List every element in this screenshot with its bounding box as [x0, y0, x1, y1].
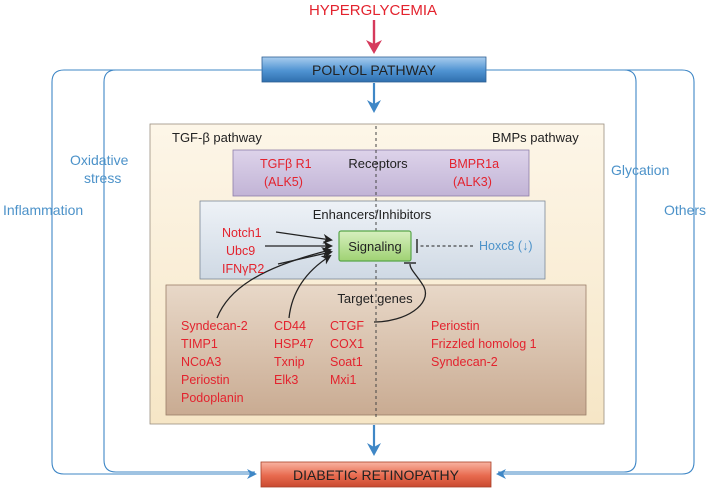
diabetic-retinopathy-label: DIABETIC RETINOPATHY: [293, 467, 459, 483]
bmpr1a-label: BMPR1a: [449, 157, 500, 171]
target-genes-col1: Syndecan-2 TIMP1 NCoA3 Periostin Podopla…: [181, 317, 248, 407]
enhancer-list: Notch1 Ubc9 IFNγR2: [222, 224, 264, 278]
hyperglycemia-label: HYPERGLYCEMIA: [308, 2, 438, 19]
ctgf-feedback-curve: [373, 263, 427, 323]
gene-elk3: Elk3: [274, 373, 299, 387]
gene-hsp47: HSP47: [274, 337, 314, 351]
gene-txnip: Txnip: [274, 355, 305, 369]
others-loop: [486, 69, 695, 479]
glycation-label: Glycation: [611, 162, 670, 178]
cd44-feedback-arrow: [288, 254, 332, 319]
target-genes-col2: CD44 HSP47 Txnip Elk3: [274, 317, 314, 389]
gene-periostin-bmp: Periostin: [431, 319, 480, 333]
gene-podoplanin: Podoplanin: [181, 391, 244, 405]
alk5-label: (ALK5): [264, 175, 303, 189]
gene-soat1: Soat1: [330, 355, 363, 369]
hoxc8-label: Hoxc8 (↓): [479, 239, 533, 253]
enhancers-title: Enhancers/Inhibitors: [312, 207, 432, 222]
gene-cox1: COX1: [330, 337, 365, 351]
outcome-box: [260, 461, 492, 488]
gene-timp1: TIMP1: [181, 337, 218, 351]
target-genes-col3: CTGF COX1 Soat1 Mxi1: [330, 317, 364, 389]
alk3-label: (ALK3): [453, 175, 492, 189]
target-genes-col4: Periostin Frizzled homolog 1 Syndecan-2: [431, 317, 537, 371]
gene-syndecan2-bmp: Syndecan-2: [431, 355, 498, 369]
oxidative-label: Oxidative: [70, 152, 129, 168]
enhancer-ifngr2: IFNγR2: [222, 262, 265, 276]
target-genes-title: Target genes: [337, 291, 413, 306]
enhancer-ubc9: Ubc9: [226, 244, 256, 258]
notch1-arrow: [275, 231, 333, 244]
signaling-label: Signaling: [348, 239, 402, 254]
polyol-pathway-label: POLYOL PATHWAY: [312, 62, 436, 78]
tgf-pathway-label: TGF-β pathway: [172, 130, 262, 145]
others-label: Others: [664, 202, 707, 218]
glycation-loop: [486, 69, 637, 473]
receptors-title: Receptors: [348, 156, 408, 171]
gene-ncoa3: NCoA3: [181, 355, 222, 369]
gene-ctgf: CTGF: [330, 319, 365, 333]
inflammation-loop: [51, 69, 262, 479]
polyol-down-arrowhead: [367, 100, 381, 113]
gene-cd44: CD44: [274, 319, 306, 333]
inflammation-label: Inflammation: [3, 202, 84, 218]
tgfb-r1-label: TGFβ R1: [260, 157, 312, 171]
enhancer-notch1: Notch1: [222, 226, 262, 240]
gene-syndecan2: Syndecan-2: [181, 319, 248, 333]
receptors-box: [232, 149, 530, 197]
bmp-pathway-label: BMPs pathway: [492, 130, 579, 145]
stress-label: stress: [84, 170, 122, 186]
gene-periostin: Periostin: [181, 373, 230, 387]
oxidative-stress-loop: [103, 69, 262, 473]
gene-frizzled-homolog1: Frizzled homolog 1: [431, 337, 537, 351]
syndecan-feedback-arrow: [216, 247, 332, 319]
signaling-box: [338, 230, 412, 262]
panel-down-arrowhead: [367, 443, 381, 456]
hyperglycemia-arrowhead: [366, 40, 382, 54]
gene-mxi1: Mxi1: [330, 373, 357, 387]
